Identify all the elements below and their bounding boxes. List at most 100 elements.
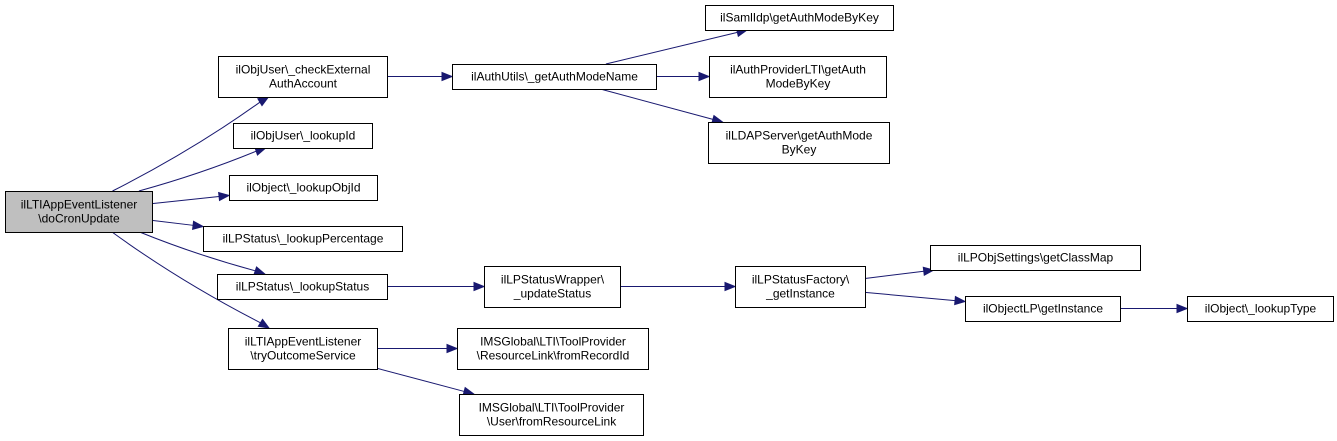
edge-line: [151, 219, 194, 226]
node-label: ilObject\_lookupType: [1205, 302, 1317, 316]
node-label: IMSGlobal\LTI\ToolProvider: [479, 401, 625, 415]
node-updatestatus[interactable]: ilLPStatusWrapper\_updateStatus: [484, 266, 621, 308]
node-factoryget[interactable]: ilLPStatusFactory\_getInstance: [735, 266, 866, 308]
node-label: ilObjUser\_checkExternal: [236, 63, 371, 77]
edge-updatestatus-to-factoryget: [619, 281, 737, 292]
node-label: ByKey: [782, 143, 817, 157]
edge-root-to-tryoutcome: [111, 231, 271, 329]
node-box: [217, 274, 388, 300]
edge-arrowhead: [441, 71, 454, 82]
node-label: ilLTIAppEventListener: [21, 198, 138, 212]
node-lookuptype[interactable]: ilObject\_lookupType: [1187, 296, 1334, 322]
edge-arrowhead: [257, 96, 270, 107]
node-lookuppercentage[interactable]: ilLPStatus\_lookupPercentage: [203, 226, 403, 252]
node-lookupobjid[interactable]: ilObject\_lookupObjId: [229, 175, 378, 201]
node-label: ilAuthUtils\_getAuthModeName: [471, 70, 638, 84]
edge-line: [600, 88, 714, 120]
node-box: [708, 122, 890, 164]
node-label: ilObject\_lookupObjId: [246, 181, 360, 195]
node-fromrecordid[interactable]: IMSGlobal\LTI\ToolProvider\ResourceLink\…: [457, 328, 649, 370]
edge-line: [139, 231, 256, 272]
edge-tryoutcome-to-fromrecordid: [376, 343, 459, 354]
node-lookupstatus[interactable]: ilLPStatus\_lookupStatus: [217, 274, 388, 300]
node-ltiget[interactable]: ilAuthProviderLTI\getAuthModeByKey: [709, 56, 887, 98]
edge-line: [864, 291, 956, 302]
node-label: ilSamlIdp\getAuthModeByKey: [720, 11, 879, 25]
edge-line: [376, 367, 465, 392]
node-box: [1187, 296, 1334, 322]
edges-layer: [111, 27, 1189, 396]
node-label: ilLPObjSettings\getClassMap: [958, 251, 1114, 265]
node-tryoutcome[interactable]: ilLTIAppEventListener\tryOutcomeService: [228, 328, 378, 370]
edge-factoryget-to-objlpget: [864, 291, 967, 306]
node-root[interactable]: ilLTIAppEventListener\doCronUpdate: [5, 191, 153, 233]
edge-line: [151, 195, 220, 205]
node-box: [709, 56, 887, 98]
edge-arrowhead: [192, 220, 205, 230]
node-box: [233, 123, 373, 149]
node-getauthmodename[interactable]: ilAuthUtils\_getAuthModeName: [452, 64, 657, 90]
edge-arrowhead: [724, 281, 737, 292]
node-box: [218, 56, 388, 98]
node-label: ilLPStatus\_lookupStatus: [236, 280, 369, 294]
edge-lookupstatus-to-updatestatus: [386, 281, 486, 292]
node-box: [457, 328, 649, 370]
node-box: [965, 296, 1121, 322]
node-box: [228, 328, 378, 370]
edge-line: [111, 231, 261, 324]
node-box: [459, 394, 644, 436]
node-box: [5, 191, 153, 233]
edge-line: [138, 150, 257, 192]
node-label: \User\fromResourceLink: [487, 415, 617, 429]
edge-arrowhead: [922, 266, 936, 276]
node-samlget[interactable]: ilSamlIdp\getAuthModeByKey: [705, 5, 894, 31]
node-label: ModeByKey: [766, 77, 831, 91]
edge-getauthmodename-to-ldapget: [600, 88, 724, 124]
edge-arrowhead: [446, 343, 459, 354]
edge-checkext-to-getauthmodename: [387, 71, 454, 82]
node-label: ilLPStatus\_lookupPercentage: [223, 232, 384, 246]
edge-objlpget-to-lookuptype: [1120, 303, 1189, 314]
node-lookupid[interactable]: ilObjUser\_lookupId: [233, 123, 373, 149]
node-ldapget[interactable]: ilLDAPServer\getAuthModeByKey: [708, 122, 890, 164]
node-box: [930, 245, 1141, 271]
node-label: ilLPStatusWrapper\: [501, 273, 605, 287]
edge-line: [605, 31, 738, 65]
edge-arrowhead: [473, 281, 486, 292]
node-objlpget[interactable]: ilObjectLP\getInstance: [965, 296, 1121, 322]
edge-root-to-lookuppercentage: [151, 219, 205, 230]
edge-root-to-lookupobjid: [151, 191, 231, 205]
node-label: _updateStatus: [513, 287, 591, 301]
edge-arrowhead: [218, 191, 231, 202]
node-box: [484, 266, 621, 308]
edge-arrowhead: [954, 295, 967, 306]
node-box: [452, 64, 657, 90]
edge-line: [864, 270, 924, 279]
node-label: ilAuthProviderLTI\getAuth: [730, 63, 866, 77]
edge-getauthmodename-to-ltiget: [656, 71, 711, 82]
node-label: \ResourceLink\fromRecordId: [477, 349, 630, 363]
node-box: [735, 266, 866, 308]
edge-line: [112, 101, 261, 192]
node-label: ilObjUser\_lookupId: [251, 129, 356, 143]
edge-arrowhead: [698, 71, 711, 82]
node-label: \tryOutcomeService: [250, 349, 356, 363]
edge-arrowhead: [257, 318, 271, 329]
node-box: [229, 175, 378, 201]
edge-arrowhead: [1176, 303, 1189, 314]
nodes-layer: ilLTIAppEventListener\doCronUpdateilObjU…: [5, 5, 1334, 436]
edge-arrowhead: [253, 266, 267, 276]
node-box: [203, 226, 403, 252]
node-label: AuthAccount: [269, 77, 338, 91]
node-label: ilLTIAppEventListener: [245, 335, 362, 349]
node-label: ilLDAPServer\getAuthMode: [726, 129, 873, 143]
node-label: \doCronUpdate: [38, 212, 120, 226]
node-getclassmap[interactable]: ilLPObjSettings\getClassMap: [930, 245, 1141, 271]
edge-tryoutcome-to-fromresourcelink: [376, 367, 476, 396]
node-label: ilLPStatusFactory\: [752, 273, 850, 287]
node-label: _getInstance: [765, 287, 835, 301]
node-fromresourcelink[interactable]: IMSGlobal\LTI\ToolProvider\User\fromReso…: [459, 394, 644, 436]
node-box: [705, 5, 894, 31]
